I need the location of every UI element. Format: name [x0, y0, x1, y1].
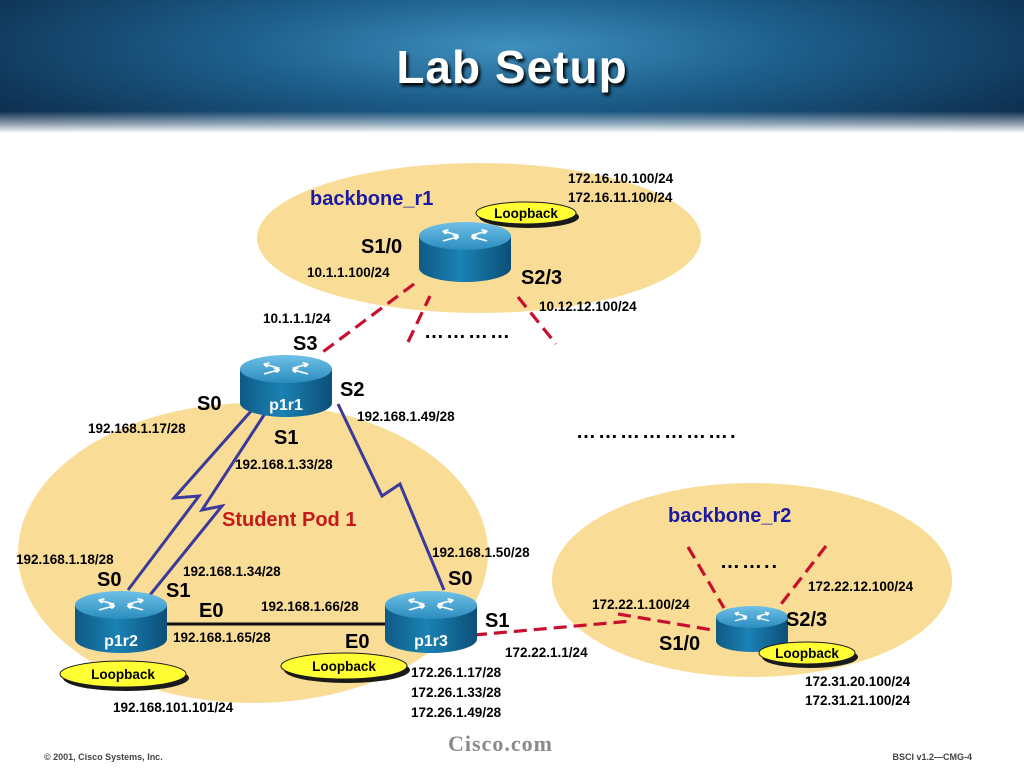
- svg-text:Loopback: Loopback: [775, 646, 839, 661]
- router-backbone-r2[interactable]: [716, 606, 788, 652]
- ip-p1r1-s3: 10.1.1.1/24: [263, 311, 331, 326]
- port-p1r3-s0: S0: [448, 568, 473, 590]
- port-p1r1-s1: S1: [274, 427, 299, 449]
- port-p1r2-s0: S0: [97, 569, 122, 591]
- backbone-r1-title: backbone_r1: [310, 188, 434, 210]
- svg-text:Loopback: Loopback: [494, 206, 558, 221]
- router-p1r2[interactable]: p1r2: [75, 591, 167, 653]
- dashed-links: [319, 282, 828, 637]
- port-bb1-s23: S2/3: [521, 267, 563, 289]
- ip-p1r3-loop1: 172.26.1.17/28: [411, 665, 502, 680]
- ip-p1r2-s0: 192.168.1.18/28: [16, 552, 114, 567]
- dots-backbone-r1: …………: [424, 321, 512, 343]
- ip-p1r1-s1: 192.168.1.33/28: [235, 457, 333, 472]
- router-p1r1[interactable]: p1r1: [240, 355, 332, 417]
- dots-backbone-r2: ……..: [720, 551, 780, 573]
- ip-p1r1-s2: 192.168.1.49/28: [357, 409, 455, 424]
- port-bb2-s23: S2/3: [786, 609, 828, 631]
- ip-bb1-s10: 10.1.1.100/24: [307, 265, 390, 280]
- svg-text:Loopback: Loopback: [91, 667, 155, 682]
- loopback-p1r2: Loopback: [59, 660, 189, 691]
- p1r2-label: p1r2: [104, 633, 138, 650]
- router-backbone-r1[interactable]: [419, 222, 511, 282]
- p1r3-label: p1r3: [414, 633, 448, 650]
- loopback-backbone-r1: Loopback: [475, 201, 579, 228]
- p1r1-label: p1r1: [269, 397, 303, 414]
- port-bb2-s10: S1/0: [659, 633, 701, 655]
- ip-p1r2-e0: 192.168.1.65/28: [173, 630, 271, 645]
- ip-bb2-loop1: 172.31.20.100/24: [805, 674, 911, 689]
- loopback-p1r3: Loopback: [280, 652, 410, 683]
- port-p1r3-e0: E0: [345, 631, 370, 653]
- ip-bb1-loop2: 172.16.11.100/24: [568, 190, 673, 205]
- ip-p1r3-loop2: 172.26.1.33/28: [411, 685, 502, 700]
- ip-p1r3-e0: 192.168.1.66/28: [261, 599, 359, 614]
- port-bb1-s10: S1/0: [361, 236, 403, 258]
- port-p1r1-s3: S3: [293, 333, 318, 355]
- port-p1r1-s2: S2: [340, 379, 365, 401]
- ip-p1r3-s0: 192.168.1.50/28: [432, 545, 530, 560]
- ip-bb2-s23: 172.22.12.100/24: [808, 579, 914, 594]
- footer-copyright: © 2001, Cisco Systems, Inc.: [44, 752, 163, 762]
- backbone-r2-title: backbone_r2: [668, 505, 792, 527]
- ip-bb2-s10: 172.22.1.100/24: [592, 597, 690, 612]
- ip-p1r3-loop3: 172.26.1.49/28: [411, 705, 502, 720]
- router-p1r3[interactable]: p1r3: [385, 591, 477, 653]
- port-p1r1-s0: S0: [197, 393, 222, 415]
- ip-p1r2-s1: 192.168.1.34/28: [183, 564, 281, 579]
- port-p1r3-s1: S1: [485, 610, 510, 632]
- serial-links: [126, 403, 446, 596]
- port-p1r2-s1: S1: [166, 580, 191, 602]
- ip-bb1-s23: 10.12.12.100/24: [539, 299, 637, 314]
- backbone-r2-area: [552, 483, 952, 677]
- ip-bb1-loop1: 172.16.10.100/24: [568, 171, 674, 186]
- footer-course-id: BSCI v1.2—CMG-4: [892, 752, 972, 762]
- ip-p1r3-s1: 172.22.1.1/24: [505, 645, 588, 660]
- slide-title: Lab Setup: [396, 41, 628, 93]
- cisco-logo: Cisco.com: [448, 731, 553, 756]
- port-p1r2-e0: E0: [199, 600, 224, 622]
- ip-p1r2-loop: 192.168.101.101/24: [113, 700, 234, 715]
- title-banner: [0, 0, 1024, 133]
- loopback-backbone-r2: Loopback: [758, 641, 858, 668]
- ip-bb2-loop2: 172.31.21.100/24: [805, 693, 911, 708]
- ip-p1r1-s0: 192.168.1.17/28: [88, 421, 186, 436]
- dots-middle: ………………….: [576, 421, 738, 443]
- student-pod-title: Student Pod 1: [222, 509, 357, 531]
- svg-text:Loopback: Loopback: [312, 659, 376, 674]
